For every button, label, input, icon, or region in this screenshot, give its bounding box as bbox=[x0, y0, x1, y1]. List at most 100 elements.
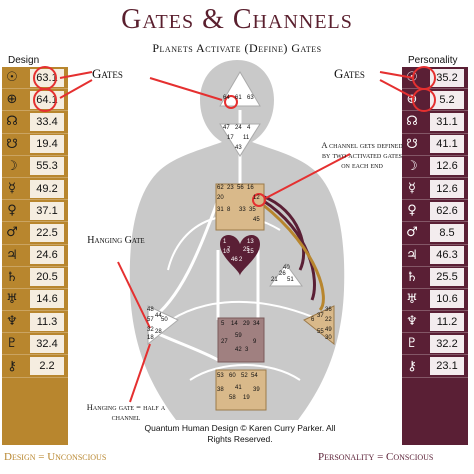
gate-number: 25 bbox=[243, 247, 250, 253]
gate-number: 20 bbox=[217, 195, 224, 201]
gate-value: 2.2 bbox=[30, 357, 64, 376]
gate-number: 46 bbox=[231, 257, 238, 263]
moon-icon: ☽ bbox=[6, 158, 18, 174]
mars-icon: ♂ bbox=[406, 225, 418, 241]
gate-number: 38 bbox=[217, 387, 224, 393]
gate-value: 22.5 bbox=[30, 223, 64, 242]
earth-icon: ⊕ bbox=[406, 92, 418, 108]
gate-number: 32 bbox=[147, 327, 154, 333]
personality-footer: Personality = Conscious bbox=[318, 451, 434, 463]
gate-number: 8 bbox=[227, 207, 231, 213]
page-title: Gates & Channels bbox=[121, 4, 353, 35]
venus-icon: ♀ bbox=[7, 203, 17, 219]
gate-number: 54 bbox=[251, 373, 258, 379]
gate-number: 36 bbox=[325, 307, 332, 313]
gate-value: 41.1 bbox=[430, 135, 464, 154]
gate-number: 12 bbox=[253, 195, 260, 201]
personality-row: ☿12.6 bbox=[402, 178, 468, 201]
gate-number: 53 bbox=[217, 373, 224, 379]
gates-callout-left: Gates bbox=[92, 66, 123, 81]
gate-number: 52 bbox=[241, 373, 248, 379]
throat-center bbox=[215, 183, 265, 231]
gate-number: 4 bbox=[247, 125, 251, 131]
personality-heading: Personality bbox=[408, 55, 458, 66]
gate-number: 23 bbox=[227, 185, 234, 191]
gate-number: 61 bbox=[235, 95, 242, 101]
mercury-icon: ☿ bbox=[8, 181, 16, 197]
gate-value: 5.2 bbox=[430, 90, 464, 109]
neptune-icon: ♆ bbox=[406, 314, 418, 330]
gate-number: 60 bbox=[229, 373, 236, 379]
sacral-center bbox=[217, 317, 265, 363]
south-node-icon: ☋ bbox=[6, 136, 18, 152]
gate-number: 5 bbox=[221, 321, 225, 327]
gate-number: 34 bbox=[253, 321, 260, 327]
gate-number: 3 bbox=[245, 347, 249, 353]
personality-row: ☽ 12.6 bbox=[402, 156, 468, 178]
solar-plexus-center bbox=[303, 305, 335, 346]
jupiter-icon: ♃ bbox=[6, 247, 18, 263]
gate-number: 30 bbox=[325, 335, 332, 341]
saturn-icon: ♄ bbox=[406, 269, 418, 285]
gate-number: 22 bbox=[325, 317, 332, 323]
gate-number: 37 bbox=[317, 313, 324, 319]
gate-number: 43 bbox=[235, 145, 242, 151]
gate-number: 1 bbox=[223, 239, 227, 245]
gate-number: 59 bbox=[235, 333, 242, 339]
personality-row: ♄25.5 bbox=[402, 267, 468, 289]
design-row: ♆11.3 bbox=[2, 311, 68, 334]
pluto-icon: ♇ bbox=[6, 336, 18, 352]
personality-row: ♀62.6 bbox=[402, 200, 468, 223]
uranus-icon: ♅ bbox=[406, 291, 418, 307]
chiron-icon: ⚷ bbox=[7, 358, 17, 374]
south-node-icon: ☋ bbox=[406, 136, 418, 152]
pluto-icon: ♇ bbox=[406, 336, 418, 352]
gate-number: 55 bbox=[317, 329, 324, 335]
moon-icon: ☽ bbox=[406, 158, 418, 174]
gate-number: 16 bbox=[247, 185, 254, 191]
gate-value: 10.6 bbox=[430, 290, 464, 309]
gate-value: 19.4 bbox=[30, 135, 64, 154]
gate-number: 35 bbox=[249, 207, 256, 213]
gate-value: 55.3 bbox=[30, 157, 64, 176]
design-row: ♃24.6 bbox=[2, 245, 68, 267]
ajna-center bbox=[219, 123, 261, 157]
gate-number: 50 bbox=[161, 317, 168, 323]
design-row: ⚷ 2.2 bbox=[2, 355, 68, 378]
gate-value: 33.4 bbox=[30, 112, 64, 131]
personality-row: ⊕ 5.2 bbox=[402, 89, 468, 112]
gate-value: 62.6 bbox=[430, 201, 464, 220]
neptune-icon: ♆ bbox=[6, 314, 18, 330]
gate-number: 45 bbox=[253, 217, 260, 223]
gate-number: 28 bbox=[155, 329, 162, 335]
gate-number: 7 bbox=[227, 247, 231, 253]
gates-callout-right: Gates bbox=[334, 66, 365, 81]
g-center bbox=[220, 235, 260, 276]
page-subtitle: Planets Activate (Define) Gates bbox=[152, 41, 322, 55]
gate-value: 12.6 bbox=[430, 157, 464, 176]
gate-number: 21 bbox=[271, 277, 278, 283]
gate-value: 12.6 bbox=[430, 179, 464, 198]
gate-value: 31.1 bbox=[430, 112, 464, 131]
design-footer: Design = Unconscious bbox=[4, 451, 107, 463]
gate-number: 62 bbox=[217, 185, 224, 191]
design-row: ☿49.2 bbox=[2, 178, 68, 201]
gate-number: 41 bbox=[235, 385, 242, 391]
gate-number: 51 bbox=[287, 277, 294, 283]
gate-number: 40 bbox=[283, 265, 290, 271]
gate-number: 18 bbox=[147, 335, 154, 341]
gate-number: 31 bbox=[217, 207, 224, 213]
personality-row: ☋ 41.1 bbox=[402, 134, 468, 156]
design-row: ♂22.5 bbox=[2, 222, 68, 245]
chiron-icon: ⚷ bbox=[407, 358, 417, 374]
gate-number: 15 bbox=[247, 249, 254, 255]
gate-number: 26 bbox=[279, 271, 286, 277]
gate-value: 35.2 bbox=[430, 68, 464, 87]
gate-value: 11.2 bbox=[430, 312, 464, 331]
design-earth-highlight bbox=[33, 88, 57, 112]
gate-number: 13 bbox=[247, 239, 254, 245]
gate-number: 17 bbox=[227, 135, 234, 141]
gate-number: 24 bbox=[235, 125, 242, 131]
design-sun-highlight bbox=[33, 66, 57, 90]
gate-number: 2 bbox=[239, 257, 243, 263]
